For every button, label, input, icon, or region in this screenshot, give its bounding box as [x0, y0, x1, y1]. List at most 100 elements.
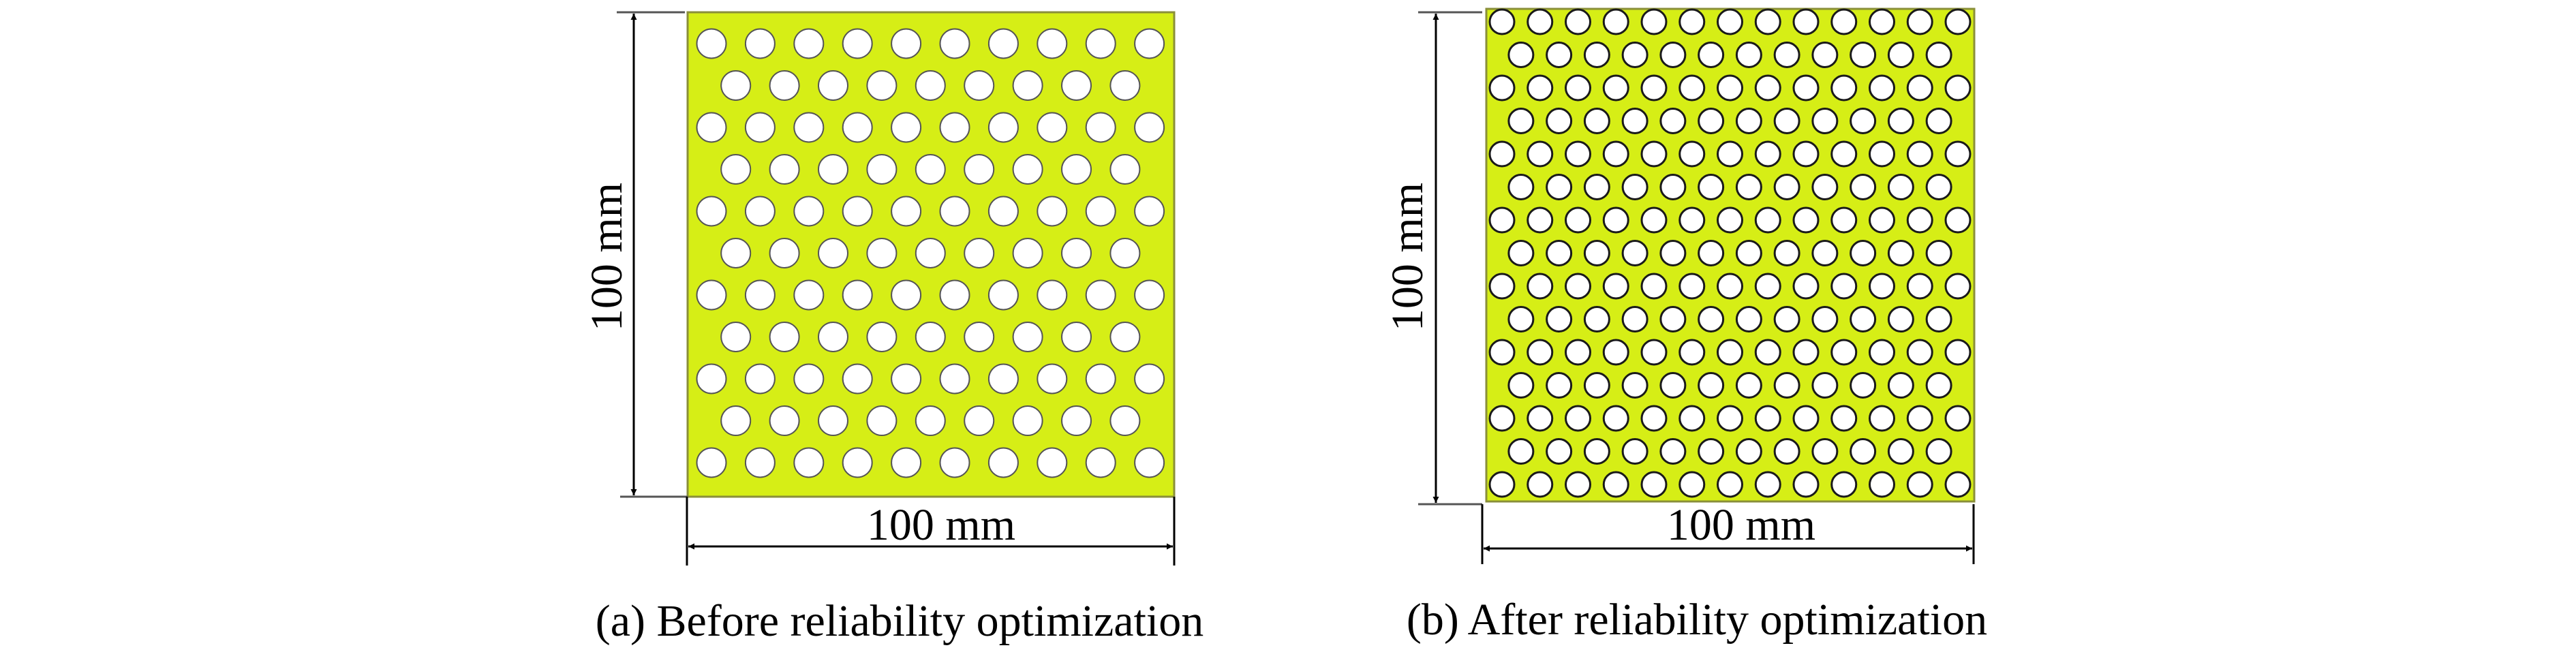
panel-a: 100 mm 100 mm (a) Before reliability opt…: [582, 11, 1203, 646]
hole: [1640, 273, 1668, 300]
hole: [1602, 140, 1629, 168]
hole: [1602, 405, 1629, 432]
hole: [1678, 206, 1706, 234]
hole: [1906, 471, 1933, 498]
hole: [1602, 206, 1629, 234]
panel-b: 100 mm 100 mm (b) After reliability opti…: [1383, 7, 1987, 645]
hole: [1037, 447, 1068, 478]
hole: [1698, 306, 1725, 332]
hole: [1887, 438, 1914, 465]
hole: [1488, 8, 1516, 35]
hole: [1906, 339, 1933, 366]
hole: [1012, 405, 1043, 436]
hole: [1061, 322, 1092, 352]
hole: [744, 196, 776, 227]
hole: [1869, 405, 1895, 432]
hole: [1546, 306, 1573, 332]
hole: [1488, 206, 1516, 234]
hole: [769, 70, 800, 101]
hole: [1735, 174, 1762, 200]
hole: [939, 112, 970, 143]
holes-before: [696, 28, 1165, 478]
hole: [1698, 240, 1725, 266]
hole: [1717, 339, 1743, 366]
hole: [1754, 273, 1781, 300]
hole: [891, 28, 922, 59]
hole: [1565, 8, 1591, 35]
hole: [1773, 372, 1800, 399]
hole: [1659, 108, 1687, 134]
hole: [964, 322, 995, 352]
hole: [818, 154, 848, 185]
hole: [1061, 238, 1092, 268]
hole: [915, 322, 946, 352]
hole: [1085, 279, 1116, 311]
hole: [939, 196, 970, 227]
hole: [1109, 405, 1141, 436]
hole: [1869, 74, 1895, 102]
hole: [696, 447, 727, 478]
hole: [1830, 206, 1858, 234]
hole: [842, 363, 873, 394]
hole: [1527, 206, 1554, 234]
hole: [720, 322, 752, 352]
hole: [1811, 240, 1839, 266]
hole: [1735, 372, 1762, 399]
hole: [1944, 8, 1972, 35]
hole: [1134, 447, 1165, 478]
hole: [1773, 240, 1800, 266]
hole: [1640, 74, 1668, 102]
hole: [1850, 240, 1877, 266]
hole: [1754, 471, 1781, 498]
hole: [1944, 74, 1972, 102]
hole: [1678, 273, 1706, 300]
hole: [1850, 438, 1877, 465]
hole: [1944, 339, 1972, 366]
hole: [1944, 471, 1972, 498]
hole: [1944, 140, 1972, 168]
hole: [1811, 372, 1839, 399]
hole: [1830, 140, 1858, 168]
hole: [1134, 363, 1165, 394]
hole: [1925, 174, 1952, 200]
hole: [1944, 273, 1972, 300]
hole: [793, 279, 825, 311]
hole: [1906, 405, 1933, 432]
hole: [1488, 471, 1516, 498]
hole: [1698, 372, 1725, 399]
hole: [1546, 240, 1573, 266]
hole: [1773, 108, 1800, 134]
hole: [818, 322, 848, 352]
hole: [1488, 405, 1516, 432]
hole: [987, 28, 1019, 59]
hole: [1583, 108, 1610, 134]
hole: [1546, 108, 1573, 134]
hole: [1735, 108, 1762, 134]
hole: [1061, 405, 1092, 436]
hole: [1906, 206, 1933, 234]
hole: [1527, 405, 1554, 432]
hole: [696, 28, 727, 59]
hole: [866, 405, 898, 436]
hole: [1621, 372, 1649, 399]
hole: [744, 447, 776, 478]
hole: [1488, 140, 1516, 168]
hole: [964, 70, 995, 101]
hole: [1659, 42, 1687, 68]
hole: [1602, 273, 1629, 300]
hole: [987, 363, 1019, 394]
hole: [1583, 174, 1610, 200]
hole: [1507, 372, 1535, 399]
hole: [696, 112, 727, 143]
holes-after: [1488, 8, 1972, 498]
hole: [744, 279, 776, 311]
hole: [1085, 447, 1116, 478]
hole: [1869, 140, 1895, 168]
hole: [1507, 306, 1535, 332]
hole: [1925, 42, 1952, 68]
hole: [1565, 339, 1591, 366]
hole: [1754, 206, 1781, 234]
hole: [891, 279, 922, 311]
hole: [1527, 339, 1554, 366]
hole: [1565, 140, 1591, 168]
